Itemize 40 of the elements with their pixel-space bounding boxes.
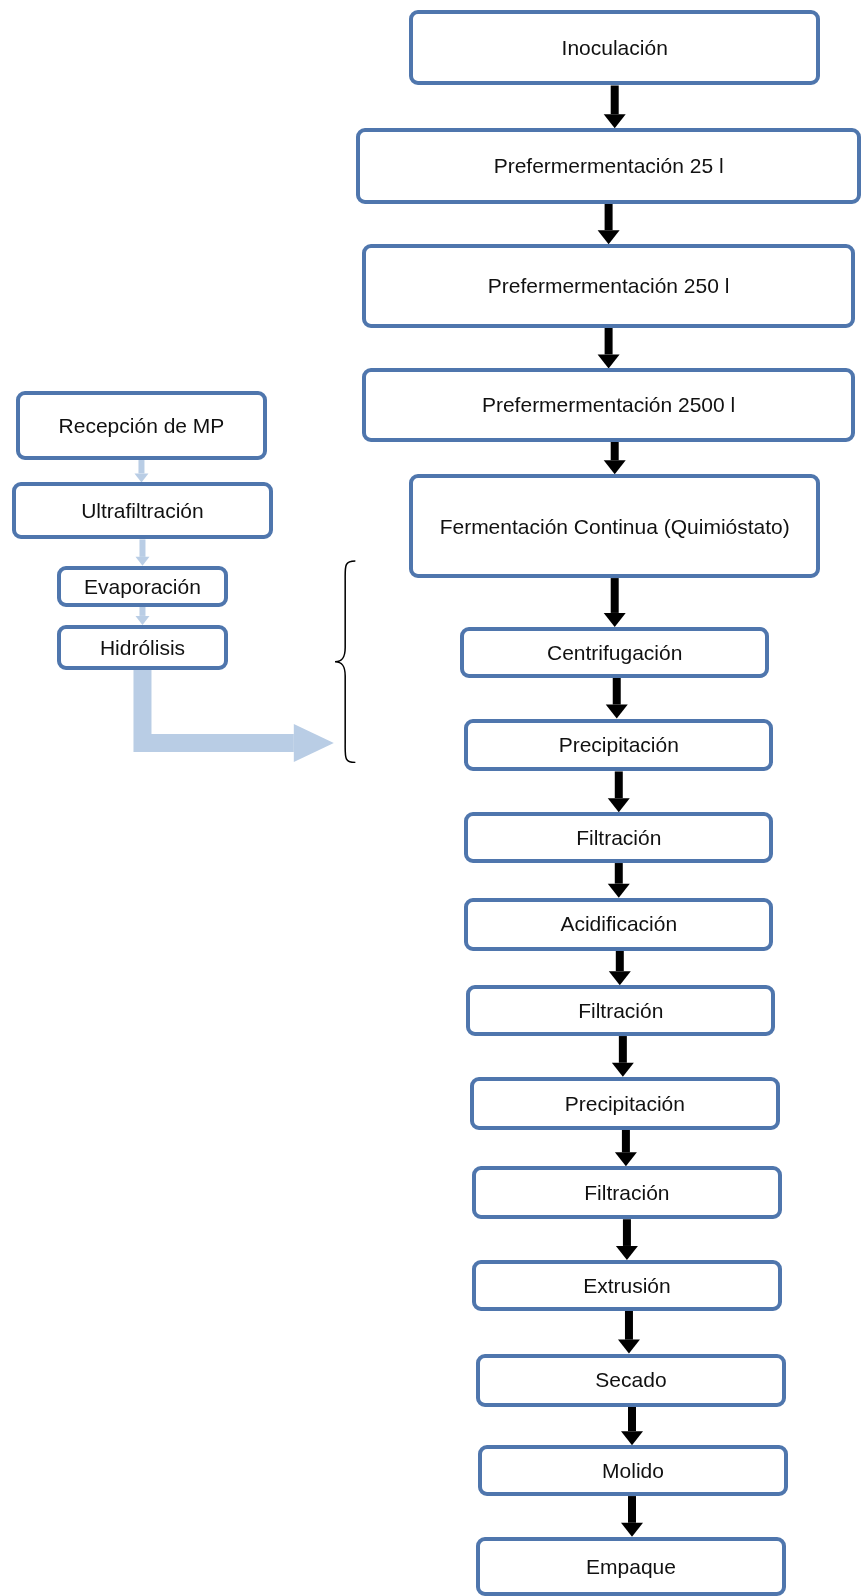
arrow bbox=[597, 327, 620, 369]
process-box: Filtración bbox=[466, 985, 776, 1037]
process-box: Empaque bbox=[476, 1536, 786, 1596]
arrow bbox=[615, 1219, 638, 1260]
arrow bbox=[133, 669, 334, 762]
arrow bbox=[605, 677, 628, 719]
arrow bbox=[607, 863, 630, 898]
process-box: Recepción de MP bbox=[16, 390, 267, 460]
arrow bbox=[617, 1310, 640, 1354]
process-box: Evaporación bbox=[57, 565, 228, 607]
process-box: Molido bbox=[478, 1445, 788, 1497]
process-box: Filtración bbox=[472, 1166, 782, 1220]
process-box: Extrusión bbox=[472, 1259, 782, 1311]
process-box: Centrifugación bbox=[460, 626, 770, 678]
process-box: Precipitación bbox=[464, 718, 774, 772]
process-box: Secado bbox=[476, 1353, 786, 1407]
arrow bbox=[134, 460, 149, 483]
curly-brace bbox=[333, 559, 357, 764]
arrow bbox=[614, 1129, 637, 1167]
process-box: Filtración bbox=[464, 812, 774, 863]
arrow bbox=[135, 606, 150, 625]
arrow bbox=[611, 1036, 634, 1077]
arrow bbox=[135, 539, 150, 566]
process-box: Acidificación bbox=[464, 897, 774, 951]
process-box: Prefermermentación 250 l bbox=[362, 244, 855, 328]
arrow bbox=[621, 1406, 643, 1446]
process-box: Fermentación Continua (Quimióstato) bbox=[409, 474, 821, 579]
process-box: Prefermermentación 25 l bbox=[356, 128, 861, 204]
process-box: Precipitación bbox=[470, 1076, 780, 1130]
process-box: Prefermermentación 2500 l bbox=[362, 368, 855, 442]
process-box: Ultrafiltración bbox=[12, 482, 273, 540]
arrow bbox=[608, 950, 631, 986]
process-box: Inoculación bbox=[409, 10, 821, 86]
arrow bbox=[597, 203, 620, 245]
arrow bbox=[603, 85, 626, 129]
process-box: Hidrólisis bbox=[57, 624, 228, 670]
arrow bbox=[607, 771, 630, 813]
arrow bbox=[621, 1496, 643, 1537]
arrow bbox=[603, 578, 626, 627]
arrow bbox=[603, 441, 626, 475]
